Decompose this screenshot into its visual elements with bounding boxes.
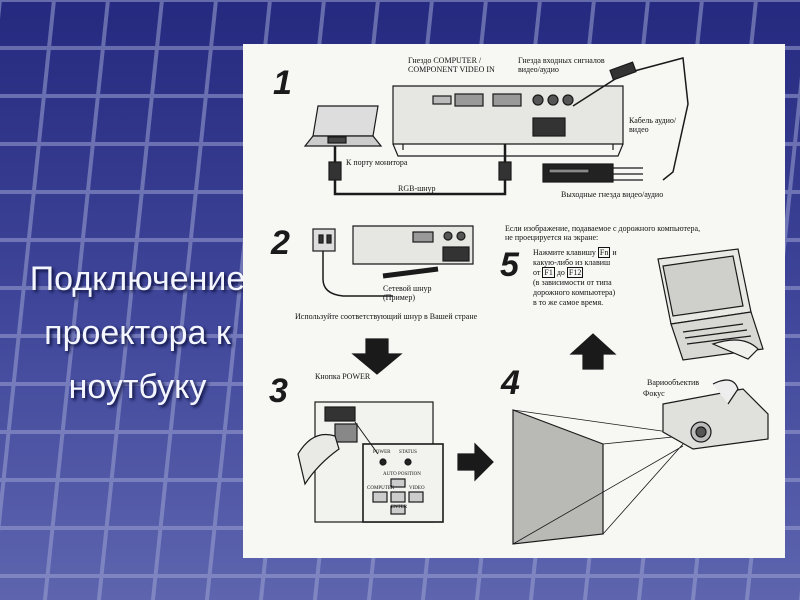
step5-instructions: Нажмите клавишу Fn и какую-либо из клави… xyxy=(533,247,617,307)
projection-screen-illustration xyxy=(512,409,684,545)
key-fn: Fn xyxy=(597,247,611,258)
panel-label-video: VIDEO xyxy=(409,486,425,491)
step5-note: Если изображение, подаваемое с дорожного… xyxy=(505,224,701,242)
projector-front-illustration xyxy=(662,379,769,450)
label-rgb-cable: RGB-шнур xyxy=(398,184,436,193)
step-number-4: 4 xyxy=(501,364,520,402)
laptop-illustration xyxy=(303,105,383,147)
figure-drawing xyxy=(297,57,769,545)
label-power-cord: Сетевой шнур (Пример) xyxy=(383,284,432,302)
key-f12: F12 xyxy=(566,267,584,278)
step-number-5: 5 xyxy=(500,246,519,284)
panel-label-status: STATUS xyxy=(399,450,417,455)
step-number-1: 1 xyxy=(273,64,292,102)
video-player-illustration xyxy=(542,163,643,183)
label-av-output: Выходные гнезда видео/аудио xyxy=(561,190,664,199)
projector-rear-illustration xyxy=(392,85,624,157)
panel-label-power: POWER xyxy=(373,450,391,455)
label-use-cord: Используйте соответствующий шнур в Вашей… xyxy=(295,312,478,321)
slide-title: Подключение проектора к ноутбуку xyxy=(0,252,275,414)
step-number-3: 3 xyxy=(269,372,288,410)
label-av-cable: Кабель аудио/ видео xyxy=(629,116,677,134)
panel-label-computer: COMPUTER xyxy=(367,486,395,491)
label-focus: Фокус xyxy=(643,389,665,398)
title-line-2: проектора к xyxy=(44,314,231,352)
laptop-keyboard-illustration xyxy=(657,248,764,361)
power-cord-illustration xyxy=(312,225,474,297)
label-zoom-lens: Вариообъектив xyxy=(647,378,700,387)
label-monitor-port: К порту монитора xyxy=(346,158,408,167)
panel-label-enter: ENTER xyxy=(391,505,408,510)
step-number-2: 2 xyxy=(271,224,290,262)
label-av-input-jacks: Гнезда входных сигналов видео/аудио xyxy=(518,56,605,74)
power-button-panel-illustration xyxy=(297,401,444,523)
label-computer-jack: Гнездо COMPUTER / COMPONENT VIDEO IN xyxy=(408,56,495,74)
instruction-figure: 1 2 3 4 5 Гнездо COMPUTER / COMPONENT VI… xyxy=(243,44,785,558)
title-line-1: Подключение xyxy=(29,260,246,298)
label-power-button: Кнопка POWER xyxy=(315,372,371,381)
title-line-3: ноутбуку xyxy=(68,368,207,406)
panel-label-auto-position: AUTO POSITION xyxy=(383,472,421,477)
key-f1: F1 xyxy=(542,267,555,278)
